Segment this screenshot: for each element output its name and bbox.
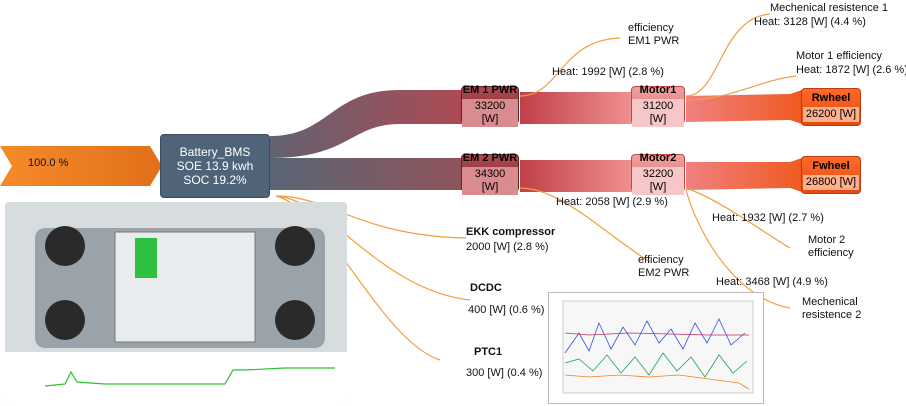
motor2-node: Motor2 32200 [W] xyxy=(631,151,685,195)
em1-eff-line1: efficiency xyxy=(628,22,674,34)
flow-battery-em1 xyxy=(270,90,462,158)
em2-eff-line1: efficiency xyxy=(638,254,684,266)
battery-soe: SOE 13.9 kwh xyxy=(176,159,254,173)
flow-motor1-rwheel xyxy=(686,90,802,124)
motor1-heat-label: Heat: 1872 [W] (2.6 %) xyxy=(796,64,906,76)
mech2-line1: Mechenical xyxy=(802,296,858,308)
em2-eff-line2: EM2 PWR xyxy=(638,267,690,279)
em2-heat-label: Heat: 2058 [W] (2.9 %) xyxy=(556,196,668,208)
em1-heat-label: Heat: 1992 [W] (2.8 %) xyxy=(552,66,664,78)
leader-ekk xyxy=(275,195,467,239)
ptc1-value: 300 [W] (0.4 %) xyxy=(466,367,543,379)
leader-dcdc xyxy=(275,195,471,301)
motor1-value: 31200 [W] xyxy=(632,98,684,127)
dcdc-name: DCDC xyxy=(470,282,502,294)
flow-em2-motor2 xyxy=(520,160,632,192)
m2eff-line1: Motor 2 xyxy=(808,234,846,246)
em2-pwr-node: EM 2 PWR 34300 [W] xyxy=(461,151,519,195)
oscilloscope-plot-image xyxy=(548,292,764,404)
mech1-heat-label: Heat: 3128 [W] (4.4 %) xyxy=(754,16,866,28)
rwheel-name: Rwheel xyxy=(811,92,851,104)
leader-em2-heat xyxy=(519,187,651,263)
motor1-efficiency-label: Motor 1 efficiency xyxy=(796,50,883,62)
em2-name: EM 2 PWR xyxy=(462,151,518,164)
em1-eff-line2: EM1 PWR xyxy=(628,35,680,47)
em1-value: 33200 [W] xyxy=(462,98,518,127)
motor2-heat-label: Heat: 1932 [W] (2.7 %) xyxy=(712,212,824,224)
battery-name: Battery_BMS xyxy=(179,145,251,159)
motor1-name: Motor1 xyxy=(639,83,677,96)
m2eff-line2: efficiency xyxy=(808,247,854,259)
mech2-label: Mechenical resistence 2 xyxy=(802,296,861,322)
em1-name: EM 1 PWR xyxy=(462,83,518,96)
mech1-label: Mechenical resistence 1 xyxy=(770,2,889,14)
vehicle-chassis-image xyxy=(5,202,347,402)
mech2-line2: resistence 2 xyxy=(802,309,862,321)
fwheel-name: Fwheel xyxy=(812,160,850,172)
motor1-node: Motor1 31200 [W] xyxy=(631,83,685,127)
em2-value: 34300 [W] xyxy=(462,166,518,195)
leader-m1eff xyxy=(685,75,797,101)
fwheel-value: 26800 [W] xyxy=(802,175,860,190)
input-percent: 100.0 % xyxy=(28,157,69,169)
battery-bms-node: Battery_BMS SOE 13.9 kwh SOC 19.2% xyxy=(160,134,270,198)
flow-battery-em2 xyxy=(270,158,462,190)
em1-pwr-node: EM 1 PWR 33200 [W] xyxy=(461,83,519,127)
ekk-compressor-value: 2000 [W] (2.8 %) xyxy=(466,241,549,253)
ekk-compressor-name: EKK compressor xyxy=(466,226,556,238)
motor2-efficiency-label: Motor 2 efficiency xyxy=(808,234,854,260)
em1-efficiency-label: efficiency EM1 PWR xyxy=(628,22,679,48)
dcdc-value: 400 [W] (0.6 %) xyxy=(468,304,545,316)
rwheel-value: 26200 [W] xyxy=(802,107,860,122)
leader-mech2 xyxy=(685,189,791,309)
scope-illustration xyxy=(549,293,763,403)
em2-efficiency-label: efficiency EM2 PWR xyxy=(638,254,689,280)
flow-motor2-fwheel xyxy=(686,158,802,192)
leader-mech1 xyxy=(685,13,771,97)
mech2-heat-label: Heat: 3468 [W] (4.9 %) xyxy=(716,276,828,288)
chassis-illustration xyxy=(5,202,347,402)
ptc1-name: PTC1 xyxy=(474,346,503,358)
leader-m2eff xyxy=(685,187,791,249)
fwheel-node: Fwheel 26800 [W] xyxy=(801,156,861,194)
input-flow-arrow xyxy=(0,146,162,186)
motor2-value: 32200 [W] xyxy=(632,166,684,195)
rwheel-node: Rwheel 26200 [W] xyxy=(801,88,861,126)
battery-soc: SOC 19.2% xyxy=(183,173,247,187)
flow-em1-motor1 xyxy=(520,92,632,124)
leader-em1-heat xyxy=(519,37,621,97)
motor2-name: Motor2 xyxy=(639,151,677,164)
